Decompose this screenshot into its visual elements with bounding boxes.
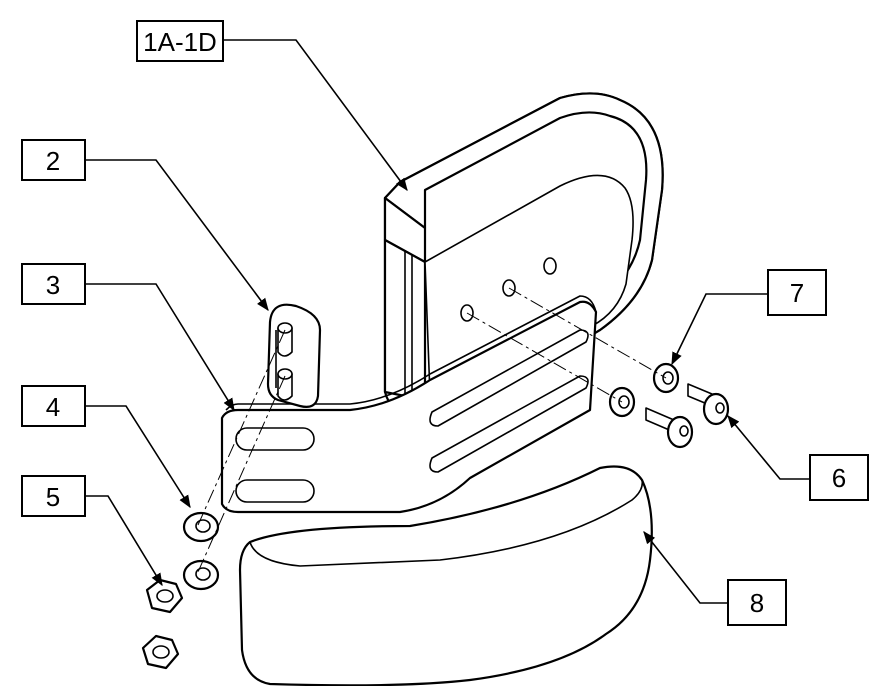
hex-nut-part	[141, 578, 184, 670]
callout-5: 5	[21, 475, 86, 517]
callout-label: 2	[46, 146, 60, 176]
button-head-screw-part	[645, 383, 730, 449]
callout-label: 8	[750, 588, 764, 618]
slotted-bracket-part	[220, 295, 598, 514]
stud-plate-part	[266, 303, 322, 408]
callout-6: 6	[809, 454, 869, 501]
alignment-lines	[197, 287, 667, 573]
callout-label: 1A-1D	[143, 27, 217, 57]
callout-label: 6	[832, 463, 846, 493]
leader-lines	[85, 39, 810, 604]
callout-3: 3	[21, 263, 86, 305]
callout-4: 4	[21, 385, 86, 427]
callout-label: 3	[46, 270, 60, 300]
callout-7: 7	[767, 269, 827, 316]
callout-label: 7	[790, 278, 804, 308]
callout-2: 2	[21, 139, 86, 181]
foam-cushion-part	[238, 465, 653, 686]
callout-label: 4	[46, 392, 60, 422]
washer-part	[608, 362, 680, 418]
callout-label: 5	[46, 482, 60, 512]
washer-part	[182, 511, 220, 591]
callout-8: 8	[727, 579, 787, 626]
armrest-pad-part	[383, 92, 664, 415]
callout-1a-1d: 1A-1D	[136, 20, 224, 62]
